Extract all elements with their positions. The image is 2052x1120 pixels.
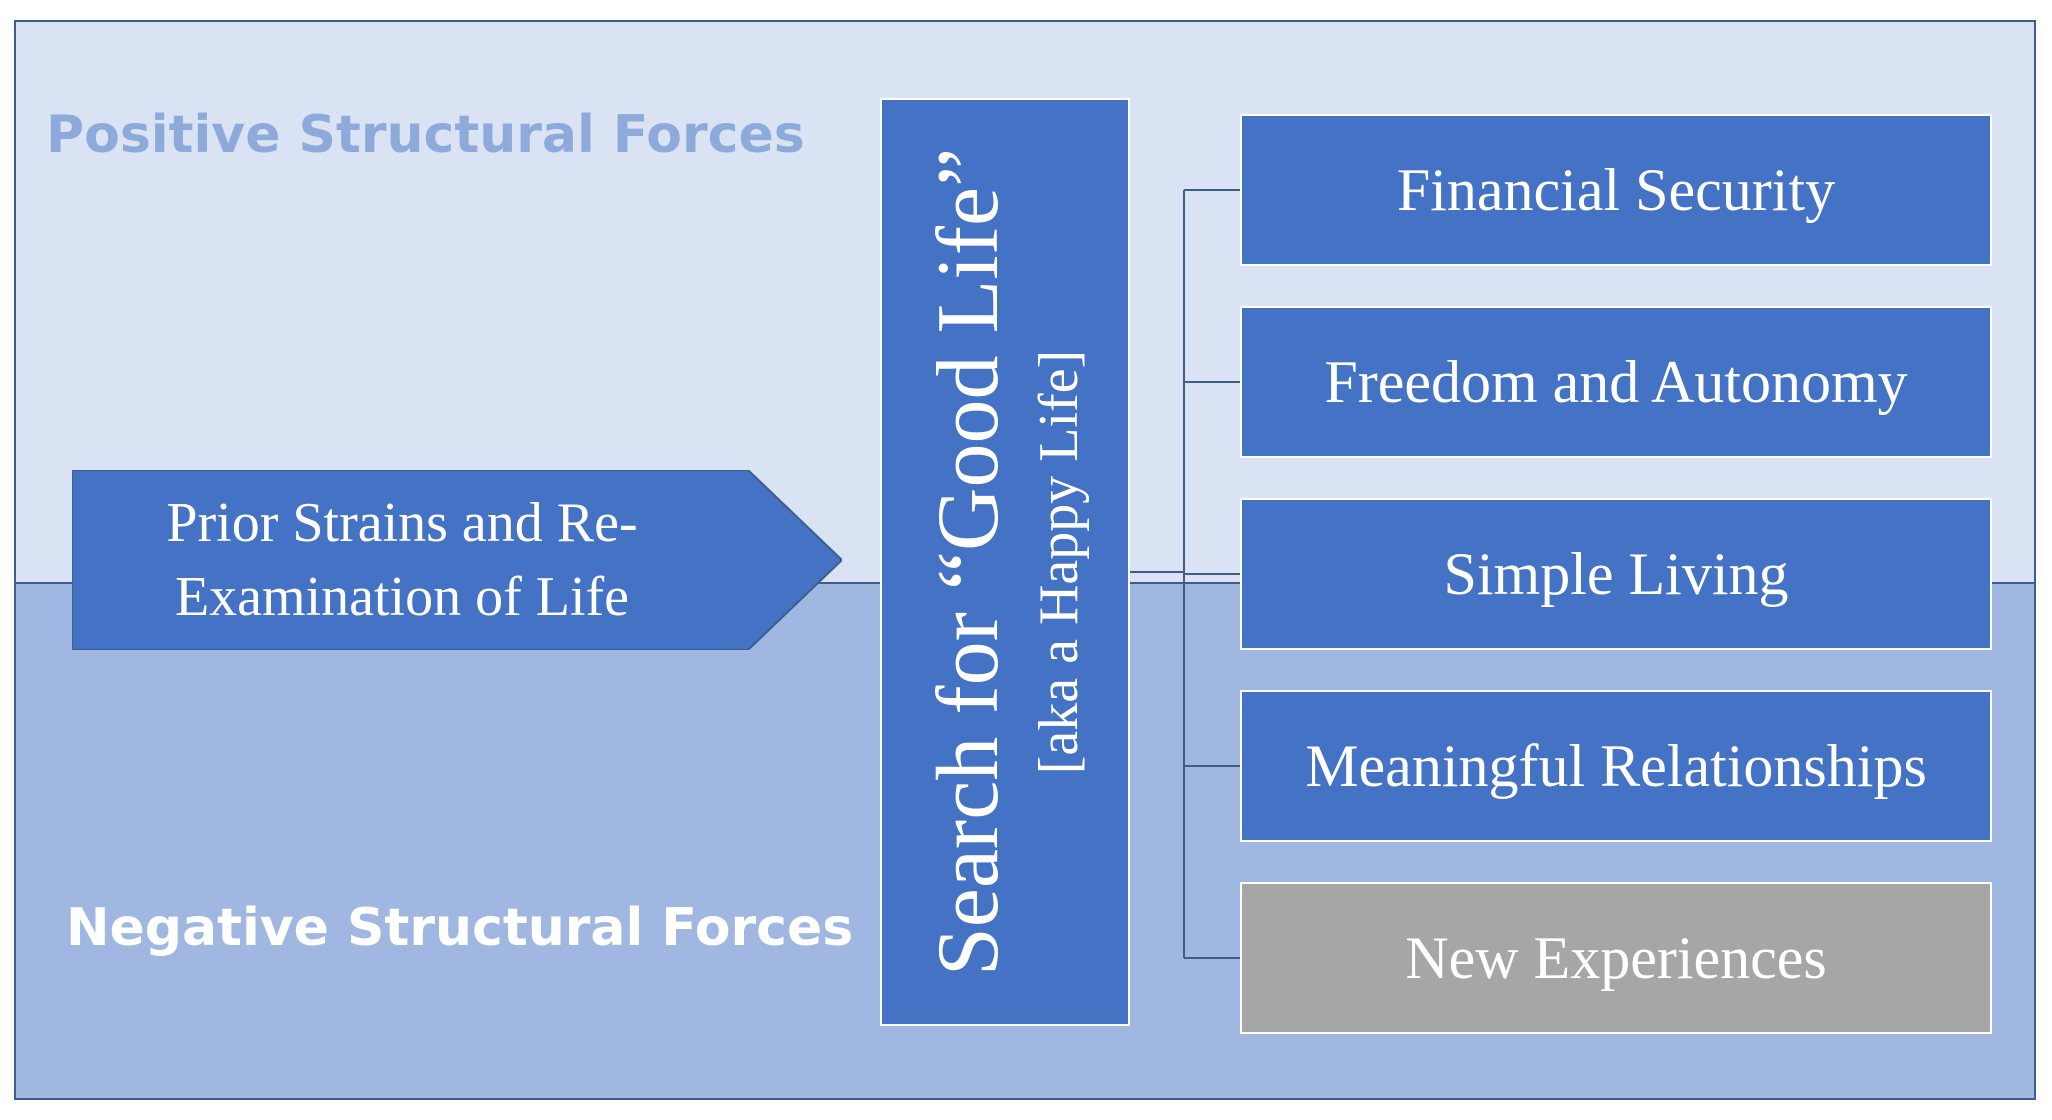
positive-forces-label: Positive Structural Forces <box>46 105 805 165</box>
input-arrow-line2: Examination of Life <box>174 566 630 628</box>
arrow-shape <box>72 470 842 650</box>
input-arrow-label: Prior Strains and Re- Examination of Lif… <box>72 470 732 650</box>
outcome-box: New Experiences <box>1240 882 1992 1034</box>
input-arrow-line1: Prior Strains and Re- <box>166 492 638 554</box>
outcome-box: Financial Security <box>1240 114 1992 266</box>
outcome-box: Simple Living <box>1240 498 1992 650</box>
input-arrow: Prior Strains and Re- Examination of Lif… <box>72 470 842 650</box>
outcome-box: Freedom and Autonomy <box>1240 306 1992 458</box>
outcome-box: Meaningful Relationships <box>1240 690 1992 842</box>
negative-forces-label: Negative Structural Forces <box>66 898 854 958</box>
central-search-box: Search for “Good Life” [aka a Happy Life… <box>880 98 1130 1026</box>
